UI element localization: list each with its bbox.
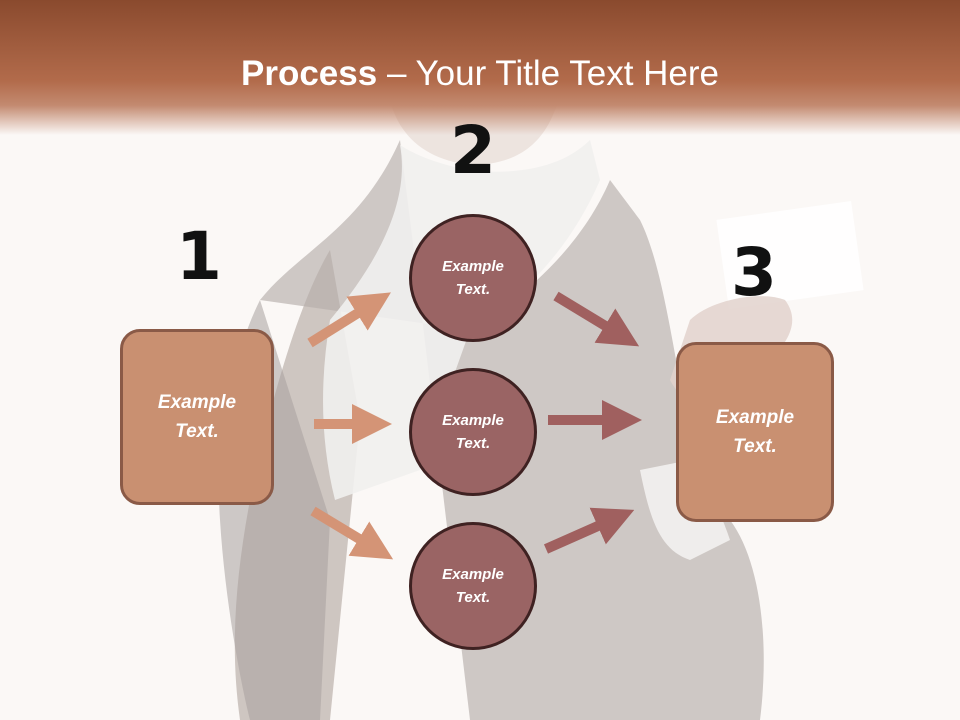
slide-title: Process – Your Title Text Here <box>0 52 960 96</box>
step2-circle-bottom: Example Text. <box>409 522 537 650</box>
title-rest: – Your Title Text Here <box>377 54 719 93</box>
arrow-circle1-to-box3 <box>553 291 640 347</box>
title-bar <box>0 0 960 135</box>
circle-top-text: Example Text. <box>442 258 504 298</box>
arrow-circle3-to-box3 <box>543 507 635 554</box>
title-strong: Process <box>241 54 378 93</box>
circle-middle-text: Example Text. <box>442 412 504 452</box>
step-number-1: 1 <box>176 218 222 295</box>
step1-box: Example Text. <box>120 329 274 505</box>
step1-box-text: Example Text. <box>157 392 237 442</box>
step2-circle-top: Example Text. <box>409 214 537 342</box>
step-number-2: 2 <box>450 112 496 189</box>
circle-bottom-text: Example Text. <box>442 566 504 606</box>
step-number-3: 3 <box>731 234 777 311</box>
arrow-box1-to-circle1 <box>307 292 391 348</box>
step3-box: Example Text. <box>676 342 834 522</box>
step3-box-text: Example Text. <box>715 407 795 457</box>
step2-circle-middle: Example Text. <box>409 368 537 496</box>
arrow-box1-to-circle3 <box>310 506 394 560</box>
